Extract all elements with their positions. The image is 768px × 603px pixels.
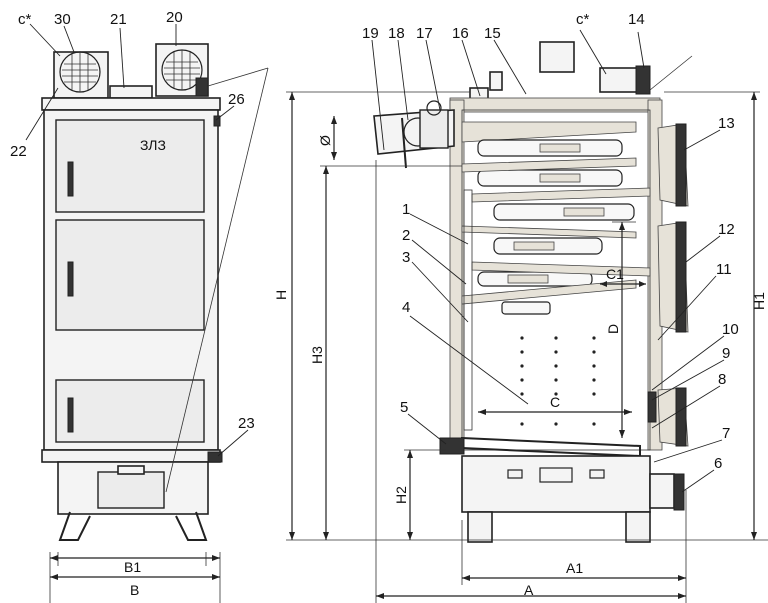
ash-door [97, 471, 165, 509]
front-view: ЗЛЗ [41, 43, 269, 541]
right-leg [175, 511, 208, 541]
dim-A1: A1 [566, 560, 583, 576]
lower-door-handle [67, 397, 74, 433]
label-11: 11 [716, 261, 732, 278]
label-7: 7 [722, 425, 730, 442]
dimension-labels: B1 B A1 A H H3 H2 H1 Ø C C1 D [124, 135, 767, 598]
ash-section [461, 455, 651, 513]
dim-D: D [605, 324, 621, 334]
side-leg-front [467, 511, 493, 543]
valve-14 [635, 65, 651, 95]
label-13: 13 [718, 115, 735, 132]
label-6: 6 [714, 455, 722, 472]
label-5: 5 [400, 399, 408, 416]
label-2: 2 [402, 227, 410, 244]
label-4: 4 [402, 299, 410, 316]
front-base-rail [41, 449, 221, 463]
label-18: 18 [388, 25, 405, 42]
label-21: 21 [110, 11, 127, 28]
sensor-26 [213, 115, 221, 127]
label-20: 20 [166, 9, 183, 26]
label-19: 19 [362, 25, 379, 42]
label-9: 9 [722, 345, 730, 362]
top-box [599, 67, 641, 93]
dim-B1: B1 [124, 559, 141, 575]
fan-left [53, 51, 109, 99]
inlet-5 [439, 437, 465, 455]
label-c-star-left: c* [18, 11, 32, 28]
dim-phi: Ø [317, 135, 333, 146]
label-16: 16 [452, 25, 469, 42]
dim-H3: H3 [309, 346, 325, 364]
label-15: 15 [484, 25, 501, 42]
top-cover [109, 85, 153, 99]
label-17: 17 [416, 25, 433, 42]
leader-lines [25, 23, 725, 493]
air-holes [520, 336, 596, 426]
dim-B: B [130, 582, 139, 598]
upper-door-handle [67, 161, 74, 197]
label-c-star-right: c* [576, 11, 590, 28]
dim-A: A [524, 582, 534, 598]
label-12: 12 [718, 221, 735, 238]
part-labels: c* 30 21 20 22 26 23 19 18 17 16 15 c* 1… [10, 9, 739, 472]
dim-H1: H1 [751, 292, 767, 310]
valve-front [195, 77, 209, 97]
drain-23 [207, 451, 223, 463]
label-8: 8 [718, 371, 726, 388]
label-1: 1 [402, 201, 410, 218]
label-22: 22 [10, 143, 27, 160]
grate [461, 436, 641, 458]
middle-door-handle [67, 261, 74, 297]
upper-door [55, 119, 205, 213]
side-dimensions [286, 91, 768, 603]
label-26: 26 [228, 91, 245, 108]
label-23: 23 [238, 415, 255, 432]
side-leg-rear [625, 511, 651, 543]
dim-H: H [273, 290, 289, 300]
ash-door-handle [673, 473, 685, 511]
label-3: 3 [402, 249, 410, 266]
dim-C: C [550, 394, 560, 410]
dim-C1: C1 [606, 266, 624, 282]
brand-logo: ЗЛЗ [140, 137, 166, 153]
label-14: 14 [628, 11, 645, 28]
front-dimensions [49, 552, 221, 603]
dim-H2: H2 [393, 486, 409, 504]
left-leg [58, 511, 91, 541]
middle-door [55, 219, 205, 331]
lower-door [55, 379, 205, 443]
label-30: 30 [54, 11, 71, 28]
side-view [373, 41, 693, 543]
top-motor [539, 41, 575, 73]
label-10: 10 [722, 321, 739, 338]
front-top-panel [41, 97, 221, 111]
